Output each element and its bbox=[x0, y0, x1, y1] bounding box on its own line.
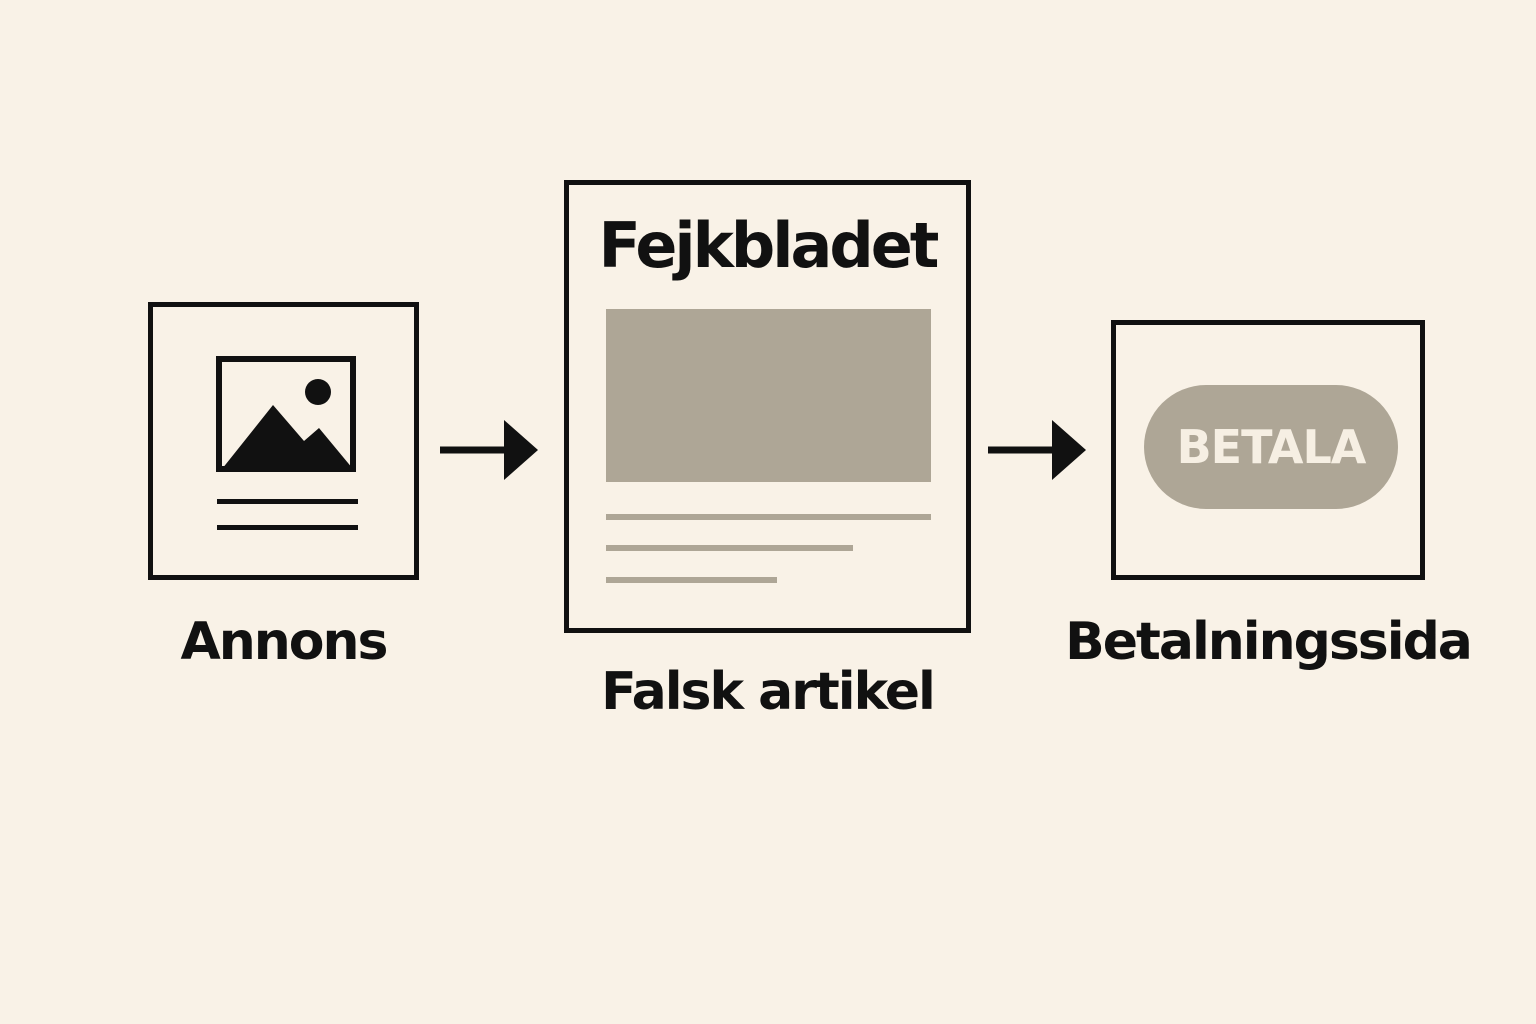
article-text-line bbox=[606, 545, 853, 551]
ad-box bbox=[148, 302, 419, 580]
ad-text-line bbox=[217, 525, 358, 530]
step-label-ad: Annons bbox=[180, 612, 389, 672]
article-image-placeholder bbox=[606, 309, 931, 482]
arrow-right-icon bbox=[988, 420, 1086, 480]
article-text-line bbox=[606, 514, 931, 520]
arrow-right-icon bbox=[440, 420, 538, 480]
step-label-payment: Betalningssida bbox=[1065, 612, 1473, 672]
step-label-article: Falsk artikel bbox=[601, 662, 936, 722]
article-box: Fejkbladet bbox=[564, 180, 971, 633]
article-masthead: Fejkbladet bbox=[598, 209, 940, 282]
article-text-line bbox=[606, 577, 777, 583]
image-icon bbox=[216, 356, 356, 472]
payment-box: BETALA bbox=[1111, 320, 1425, 580]
ad-text-line bbox=[217, 499, 358, 504]
pay-button[interactable]: BETALA bbox=[1144, 385, 1398, 509]
